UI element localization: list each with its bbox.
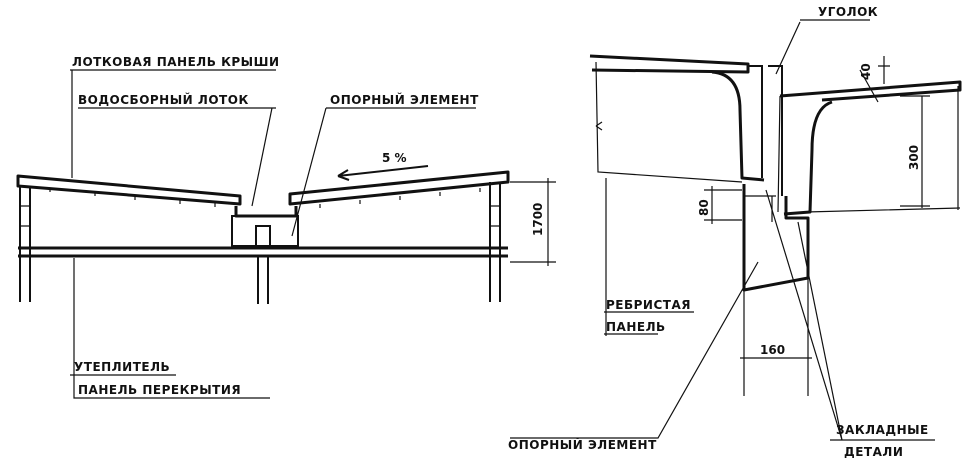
ribbed-panel-left: [589, 54, 750, 74]
dim-160-value: 160: [760, 343, 785, 357]
label-insulation: УТЕПЛИТЕЛЬ: [74, 360, 170, 374]
dim-40-line: [859, 56, 890, 103]
right-detail: 40 300 80 160 УГОЛОК РЕБРИСТАЯ ПАНЕЛЬ ОП…: [508, 5, 962, 459]
angle-steel: [748, 65, 783, 196]
label-drain-tray: ВОДОСБОРНЫЙ ЛОТОК: [78, 92, 249, 107]
support-element-block: [231, 215, 299, 247]
left-wall: [19, 186, 31, 302]
label-embedded-2: ДЕТАЛИ: [844, 445, 903, 459]
left-roof-panel: [16, 174, 242, 206]
label-embedded-1: ЗАКЛАДНЫЕ: [836, 423, 929, 437]
central-column: [257, 256, 269, 304]
roof-panel-leader: [70, 69, 276, 178]
height-dimension-value: 1700: [531, 203, 545, 236]
label-ribbed-panel-1: РЕБРИСТАЯ: [606, 298, 691, 312]
right-roof-panel: [288, 170, 510, 206]
support-element-detail-leader: [510, 261, 759, 439]
roof-rib-ticks: [49, 188, 481, 208]
embedded-parts-leader: [765, 189, 935, 441]
right-wall-hatching: [490, 205, 500, 227]
left-cross-section: 5 % 1700 ЛОТКОВАЯ ПАНЕЛЬ КРЫШИ ВОДОСБОРН…: [16, 55, 556, 399]
dim-40-value: 40: [859, 63, 873, 80]
drain-tray-leader: [78, 107, 276, 207]
insulation-leader: [70, 258, 270, 399]
label-support-element: ОПОРНЫЙ ЭЛЕМЕНТ: [330, 92, 479, 107]
slope-label: 5 %: [382, 151, 407, 165]
dim-80-line: [704, 186, 742, 224]
label-angle: УГОЛОК: [818, 5, 878, 19]
floor-slab: [18, 246, 508, 258]
right-wall: [489, 182, 501, 302]
support-element-opening: [255, 225, 271, 247]
slope-arrow: [337, 165, 429, 181]
ribbed-panel-right-rib: [783, 100, 833, 216]
dim-300-value: 300: [907, 145, 921, 170]
height-dimension-line: [510, 178, 556, 266]
ribbed-panel-right: [779, 80, 962, 102]
support-element-body: [742, 184, 810, 292]
angle-leader: [775, 19, 870, 75]
left-wall-hatching: [20, 205, 30, 227]
label-floor-panel: ПАНЕЛЬ ПЕРЕКРЫТИЯ: [78, 383, 241, 397]
dim-160-line: [740, 278, 812, 396]
support-element-leader: [291, 107, 476, 237]
drain-tray: [234, 206, 298, 218]
ribbed-panel-left-rib: [711, 70, 765, 182]
ribbed-panel-leader: [604, 178, 694, 336]
ribbed-panel-left-edge: [595, 61, 743, 183]
dim-300-line: [900, 95, 930, 208]
label-roof-panel: ЛОТКОВАЯ ПАНЕЛЬ КРЫШИ: [72, 55, 279, 69]
label-support-element-detail: ОПОРНЫЙ ЭЛЕМЕНТ: [508, 437, 657, 452]
label-ribbed-panel-2: ПАНЕЛЬ: [606, 320, 666, 334]
dim-80-value: 80: [697, 199, 711, 216]
ribbed-panel-right-edge: [777, 86, 961, 213]
